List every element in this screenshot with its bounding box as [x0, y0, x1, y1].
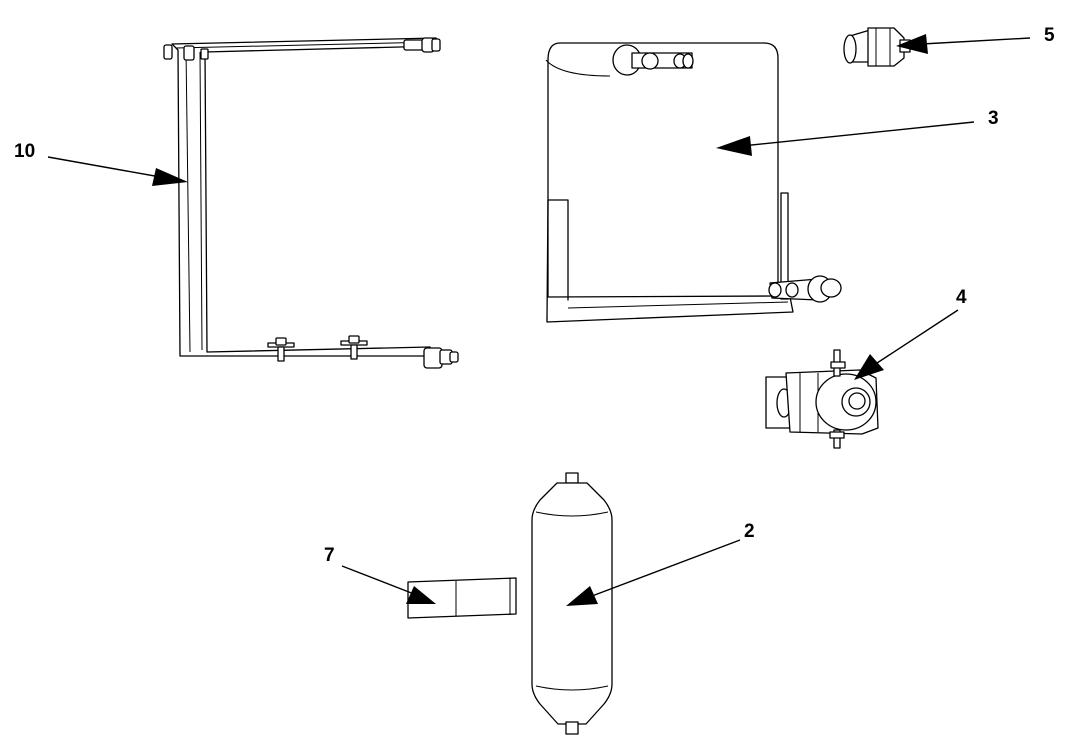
part-plug-fitting: [843, 27, 911, 67]
callout-3: 3: [716, 108, 999, 156]
fitting-bottom-right: [423, 347, 459, 369]
callout-label: 5: [1044, 25, 1055, 46]
bolt-top-left: [163, 44, 209, 61]
part-coil-panel: [545, 42, 842, 323]
coil-fitting-bottom: [768, 275, 842, 303]
callout-2: 2: [566, 521, 755, 606]
callout-label: 7: [324, 545, 335, 566]
callout-label: 10: [14, 141, 35, 162]
part-solenoid-valve: [765, 349, 879, 449]
stud-bottom-right: [340, 335, 368, 360]
callout-label: 2: [744, 521, 755, 542]
callout-label: 4: [956, 287, 967, 308]
part-bracket: [163, 37, 459, 369]
stud-bottom-left: [267, 337, 295, 362]
fitting-top-right: [403, 37, 441, 53]
callout-5: 5: [896, 25, 1055, 54]
coil-fitting-top: [612, 44, 694, 76]
callout-10: 10: [14, 141, 188, 186]
callout-7: 7: [324, 545, 436, 604]
callout-4: 4: [854, 287, 967, 380]
part-sleeve: [407, 577, 517, 619]
callout-label: 3: [988, 108, 999, 129]
